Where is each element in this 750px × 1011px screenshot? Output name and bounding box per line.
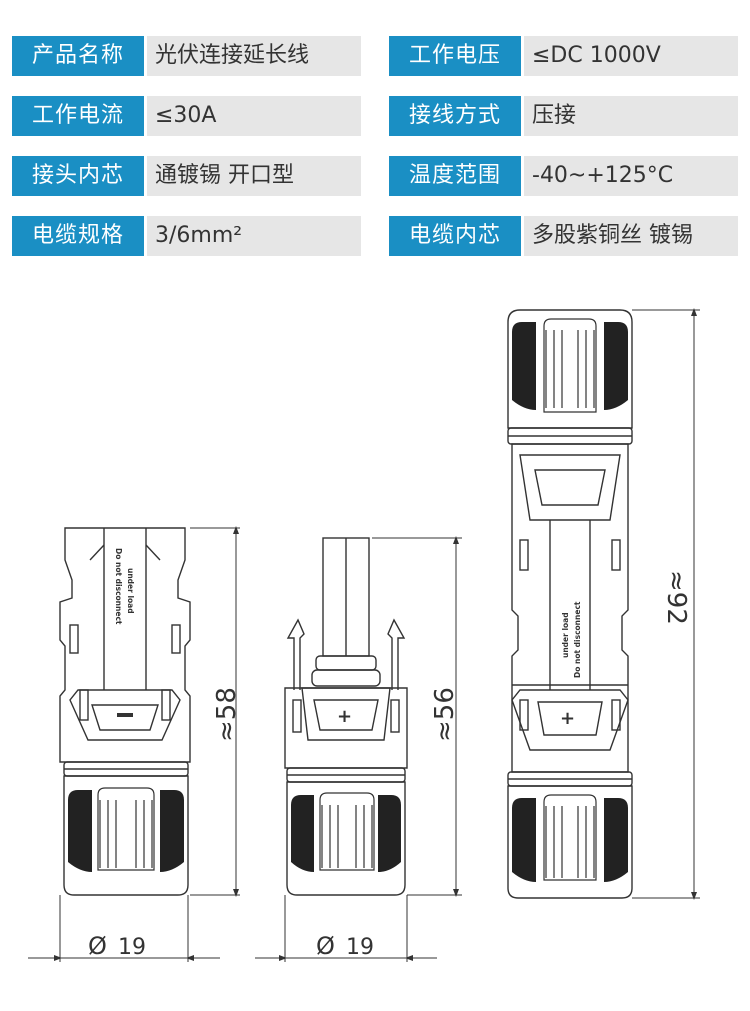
female-height-label: ≈58	[212, 687, 242, 742]
spec-value: 光伏连接延长线	[147, 36, 361, 76]
female-warning-line1: Do not disconnect	[114, 548, 123, 625]
spec-value: 通镀锡 开口型	[147, 156, 361, 196]
female-diameter-symbol: Ø	[88, 932, 107, 960]
spec-label: 温度范围	[389, 156, 521, 196]
spec-label: 工作电流	[12, 96, 144, 136]
female-dimension-lines	[28, 526, 240, 962]
spec-label: 工作电压	[389, 36, 521, 76]
female-warning-line2: under load	[126, 568, 135, 614]
male-diameter-label: 19	[346, 935, 374, 960]
spec-row: 工作电流 ≤30A 接线方式 压接	[0, 96, 750, 136]
assembled-connector	[507, 309, 633, 899]
male-dimension-lines	[255, 536, 462, 962]
assembled-plus-mark: +	[560, 708, 575, 729]
connector-dimension-diagram: Do not disconnect under load ≈58 Ø 19	[28, 308, 700, 962]
spec-label: 接线方式	[389, 96, 521, 136]
spec-label: 接头内芯	[12, 156, 144, 196]
male-diameter-symbol: Ø	[316, 932, 335, 960]
assembled-dimension-lines	[632, 308, 700, 900]
male-plus-mark: +	[337, 706, 352, 727]
spec-value: ≤DC 1000V	[524, 36, 738, 76]
female-diameter-label: 19	[118, 935, 146, 960]
assembled-nut-grips	[512, 322, 628, 882]
spec-label: 电缆规格	[12, 216, 144, 256]
spec-value: ≤30A	[147, 96, 361, 136]
spec-value: -40~+125°C	[524, 156, 738, 196]
assembled-warning-line2: under load	[561, 612, 570, 658]
female-connector	[59, 527, 191, 896]
spec-label: 电缆内芯	[389, 216, 521, 256]
spec-value: 多股紫铜丝 镀锡	[524, 216, 738, 256]
female-nut-grips	[68, 790, 184, 872]
spec-row: 产品名称 光伏连接延长线 工作电压 ≤DC 1000V	[0, 36, 750, 76]
spec-value: 3/6mm²	[147, 216, 361, 256]
female-minus-mark	[117, 713, 133, 717]
male-connector	[284, 537, 408, 896]
male-nut-grips	[291, 795, 401, 872]
spec-table: 产品名称 光伏连接延长线 工作电压 ≤DC 1000V 工作电流 ≤30A 接线…	[0, 0, 750, 270]
male-height-label: ≈56	[430, 687, 460, 742]
spec-row: 电缆规格 3/6mm² 电缆内芯 多股紫铜丝 镀锡	[0, 216, 750, 256]
spec-label: 产品名称	[12, 36, 144, 76]
spec-row: 接头内芯 通镀锡 开口型 温度范围 -40~+125°C	[0, 156, 750, 196]
spec-value: 压接	[524, 96, 738, 136]
assembled-warning-line1: Do not disconnect	[573, 601, 582, 678]
assembled-height-label: ≈92	[661, 570, 691, 625]
